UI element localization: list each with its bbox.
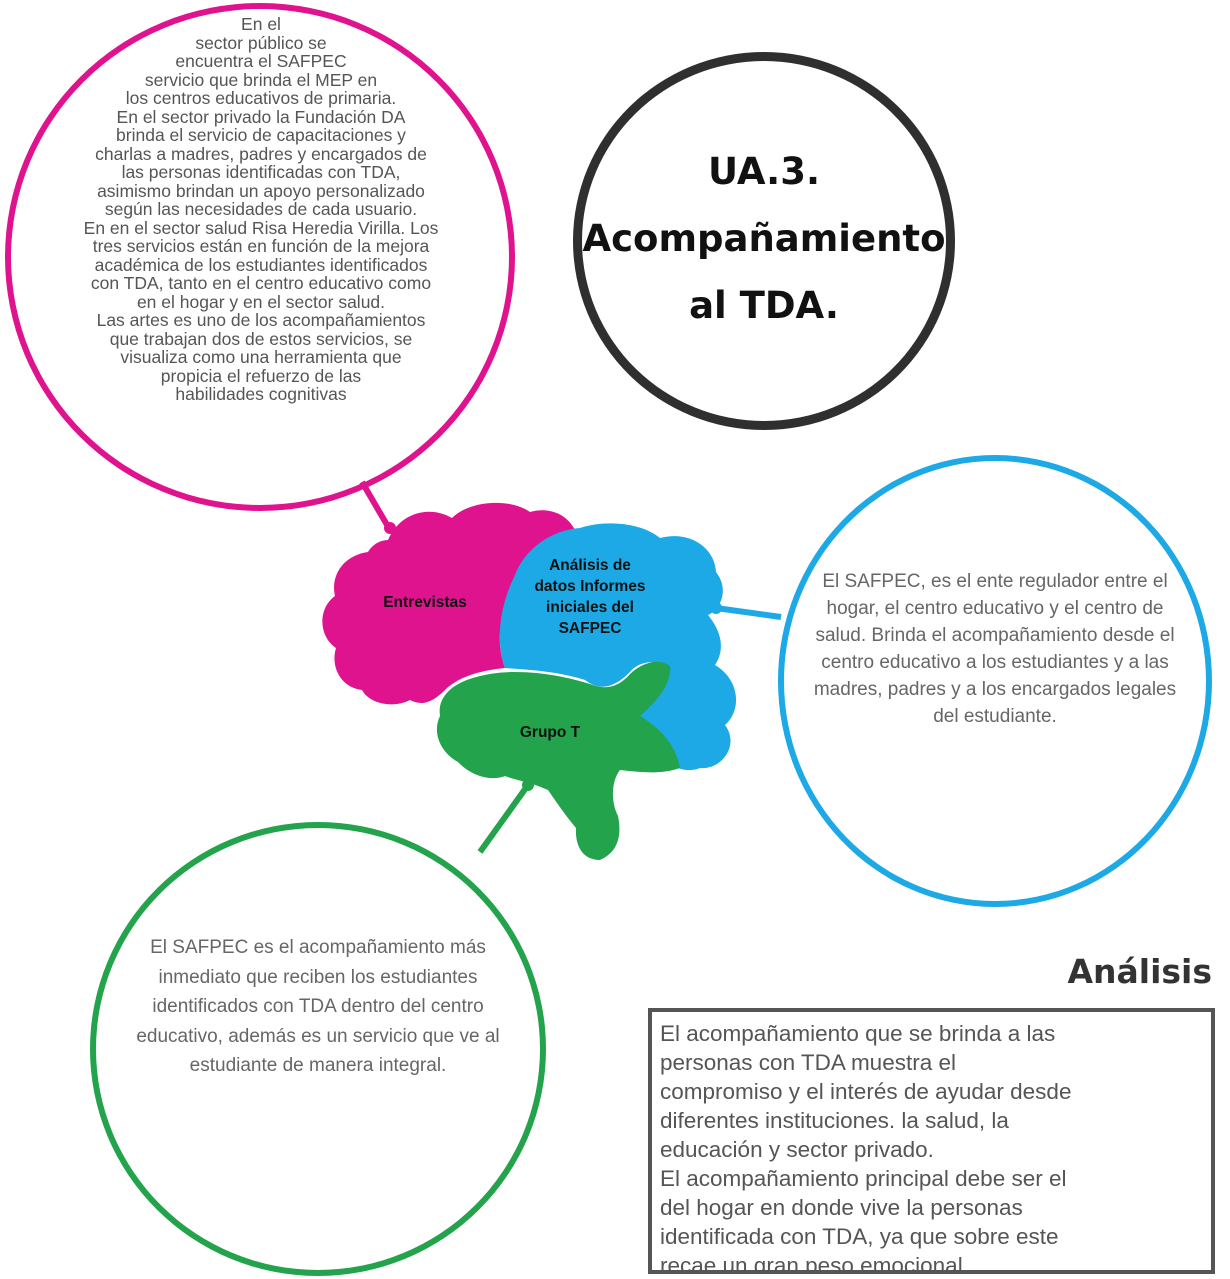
blue-circle [778,455,1212,907]
brain-label-entrevistas: Entrevistas [383,594,467,611]
brain-label-analisis: Análisis de datos Informes iniciales del… [534,557,646,637]
analysis-heading: Análisis [1067,952,1212,991]
brain-lobe-entrevistas [322,502,578,705]
brain-label-grupo: Grupo T [519,724,581,741]
brain-lobe-analisis [499,523,737,771]
brain-lobe-grupo [436,661,680,860]
title-circle: UA.3. Acompañamiento al TDA. [573,52,955,430]
green-circle-text: El SAFPEC es el acompañamiento más inmed… [136,937,500,1076]
analysis-box: El acompañamiento que se brinda a las pe… [648,1008,1215,1274]
green-connector [477,783,531,854]
blue-circle-text: El SAFPEC, es el ente regulador entre el… [813,571,1177,727]
green-circle [90,822,546,1276]
pink-circle [5,3,515,511]
pink-circle-text: En el sector público se encuentra el SAF… [83,14,439,404]
blue-connector [715,605,782,620]
page-title: UA.3. Acompañamiento al TDA. [582,149,946,327]
pink-connector [359,480,393,532]
